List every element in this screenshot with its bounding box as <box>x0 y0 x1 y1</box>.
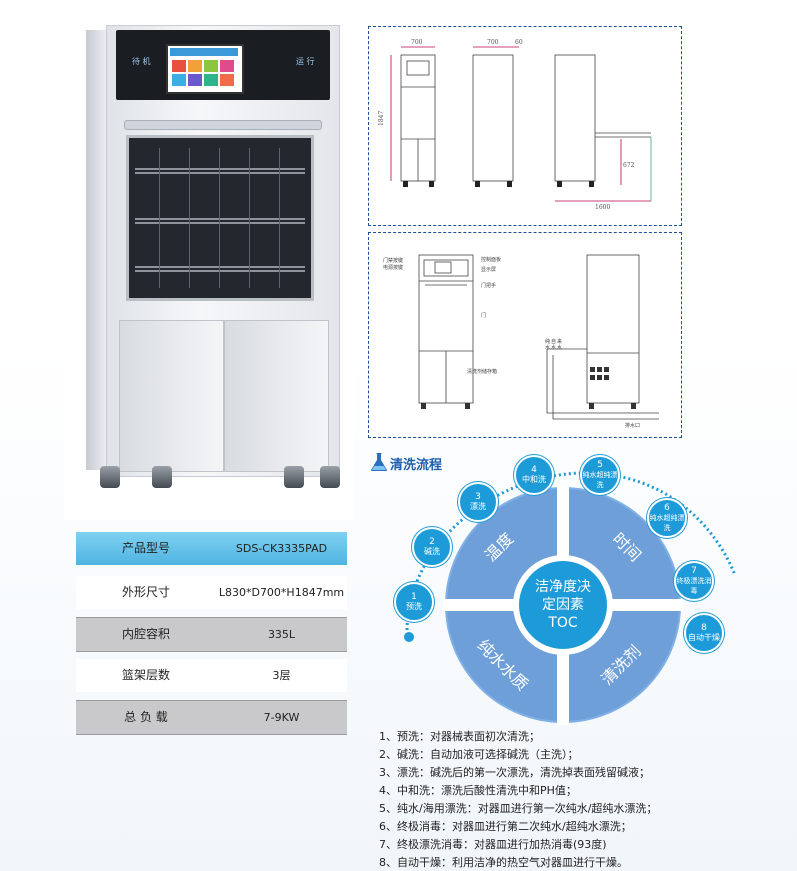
caster-wheel <box>284 466 304 488</box>
part-label: 控制面板 <box>481 256 501 263</box>
spec-row-volume: 内腔容积 335L <box>76 617 347 652</box>
part-label: 门 <box>481 312 486 319</box>
pipe-label: 水 <box>557 344 562 351</box>
cabinet-side <box>86 30 108 470</box>
dim-label: 700 <box>411 39 423 46</box>
component-drawing-svg: 门禁按键 电源按键 控制面板 显示屏 门把手 门 清洗剂储存箱 排水口 纯 自 … <box>383 254 659 429</box>
center-circle <box>519 561 607 649</box>
spec-value: 7-9KW <box>263 711 300 724</box>
step-description: 4、中和洗：漂洗后酸性清洗中和PH值； <box>379 784 577 797</box>
spec-label: 产品型号 <box>121 541 170 555</box>
step-description: 6、终极消毒：对器皿进行第二次纯水/超纯水漂洗； <box>379 820 632 833</box>
step-description: 2、碱洗：自动加液可选择碱洗（主洗）； <box>379 748 579 761</box>
part-label: 显示屏 <box>481 267 496 273</box>
lower-door-left <box>119 320 224 472</box>
step-description: 3、漂洗：碱洗后的第一次漂洗，清洗掉表面残留碱液； <box>379 766 650 779</box>
flask-icon <box>370 452 388 472</box>
part-label: 门禁按键 <box>383 257 403 264</box>
spec-value: 3层 <box>272 669 291 682</box>
part-label: 门把手 <box>481 282 496 289</box>
spec-value: 335L <box>267 628 296 641</box>
spec-row-load: 总 负 载 7-9KW <box>76 700 347 735</box>
spec-row-size: 外形尺寸 L830*D700*H1847mm <box>76 576 347 609</box>
pipe-label: 水 <box>545 344 550 351</box>
spec-row-racks: 篮架层数 3层 <box>76 659 347 692</box>
step-description: 7、终极漂洗消毒：对器皿进行加热消毒(93度) <box>379 838 607 851</box>
caster-wheel <box>320 466 340 488</box>
panel-label-left: 待 机 <box>132 57 151 66</box>
arc-start-dot <box>404 632 414 642</box>
component-drawing: 门禁按键 电源按键 控制面板 显示屏 门把手 门 清洗剂储存箱 排水口 纯 自 … <box>368 232 682 438</box>
door-handle <box>124 120 322 130</box>
dim-label: 672 <box>623 162 635 169</box>
spec-row-model: 产品型号 SDS-CK3335PAD <box>76 532 347 565</box>
center-text-2: 定因素 <box>542 597 584 613</box>
control-panel: 待 机 运 行 <box>116 30 330 100</box>
spec-value: SDS-CK3335PAD <box>235 542 328 555</box>
part-label: 清洗剂储存箱 <box>467 368 497 375</box>
process-diagram: 洁净度决 定因素 TOC 温度 时间 纯水水质 清洗剂 <box>404 471 737 725</box>
spec-label: 内腔容积 <box>121 627 170 641</box>
pipe-label: 纯 <box>545 338 550 345</box>
center-text-3: TOC <box>547 615 578 631</box>
spec-label: 外形尺寸 <box>121 585 170 599</box>
pipe-label: 水 <box>551 344 556 351</box>
glass-door <box>126 135 314 301</box>
lower-door-right <box>224 320 329 472</box>
spec-label: 总 负 载 <box>124 710 168 724</box>
touch-screen <box>166 44 244 94</box>
pipe-label: 来 <box>557 339 562 345</box>
dimension-drawing-svg: 700 700 60 1847 672 1600 <box>378 39 652 211</box>
dim-label: 60 <box>515 39 523 46</box>
center-text-1: 洁净度决 <box>535 579 591 595</box>
panel-label-right: 运 行 <box>296 57 315 66</box>
spec-value: L830*D700*H1847mm <box>218 586 345 599</box>
caster-wheel <box>152 466 172 488</box>
dim-label: 1600 <box>595 204 610 211</box>
step-description: 1、预洗：对器械表面初次清洗； <box>379 730 540 743</box>
part-label: 电源按键 <box>383 264 403 271</box>
spec-label: 篮架层数 <box>121 668 170 682</box>
caster-wheel <box>100 466 120 488</box>
step-description: 8、自动干燥：利用洁净的热空气对器皿进行干燥。 <box>379 856 628 869</box>
dim-label: 700 <box>487 39 499 46</box>
process-title: 清洗流程 <box>390 458 443 473</box>
pipe-label: 自 <box>551 338 556 345</box>
step-description: 5、纯水/海用漂洗：对器皿进行第一次纯水/超纯水漂洗； <box>379 802 658 815</box>
part-label: 排水口 <box>625 422 640 429</box>
dim-label: 1847 <box>378 111 385 126</box>
product-photo: 待 机 运 行 <box>64 0 354 520</box>
dimension-drawing: 700 700 60 1847 672 1600 <box>368 26 682 226</box>
